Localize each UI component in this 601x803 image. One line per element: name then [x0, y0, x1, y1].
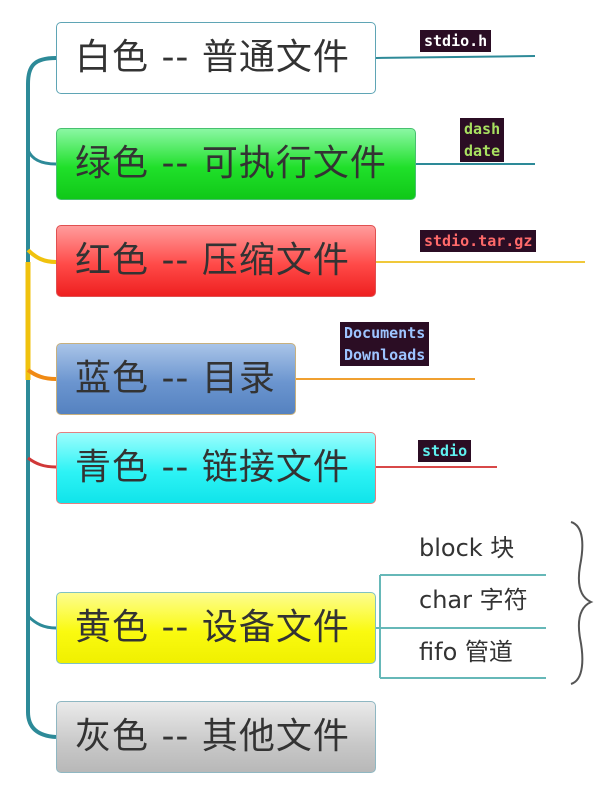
example-blue-terminal: Documents Downloads	[340, 322, 430, 366]
example-cyan-line: stdio	[422, 442, 468, 460]
branch-yellow	[26, 614, 57, 630]
example-blue-line-1: Documents	[344, 324, 426, 342]
branch-blue	[26, 368, 57, 381]
subtype-char: char 字符	[419, 586, 528, 614]
node-green-executable-file: 绿色 -- 可执行文件	[56, 128, 416, 200]
trunk-line-top	[26, 56, 57, 262]
branch-green	[26, 149, 57, 166]
example-green-terminal: dash date	[460, 118, 505, 162]
node-white-regular-file: 白色 -- 普通文件	[56, 22, 376, 94]
node-cyan-link-file: 青色 -- 链接文件	[56, 432, 376, 504]
example-white-line: stdio.h	[424, 32, 488, 50]
node-blue-directory: 蓝色 -- 目录	[56, 343, 296, 415]
node-red-compressed-file: 红色 -- 压缩文件	[56, 225, 376, 297]
example-red-line: stdio.tar.gz	[424, 232, 533, 250]
example-green-line-1: dash	[464, 120, 501, 138]
node-yellow-device-file: 黄色 -- 设备文件	[56, 592, 376, 664]
branch-cyan	[27, 456, 57, 469]
branch-red	[26, 248, 57, 264]
trunk-line-bottom	[26, 380, 57, 739]
subtype-fifo: fifo 管道	[419, 638, 513, 666]
example-white-terminal: stdio.h	[420, 30, 492, 52]
example-red-terminal: stdio.tar.gz	[420, 230, 537, 252]
example-line-white	[375, 55, 536, 59]
node-gray-other-file: 灰色 -- 其他文件	[56, 701, 376, 773]
example-blue-line-2: Downloads	[344, 346, 426, 364]
example-green-line-2: date	[464, 142, 501, 160]
subtype-block: block 块	[419, 534, 515, 562]
brace-icon	[570, 521, 594, 685]
example-cyan-terminal: stdio	[418, 440, 472, 462]
subtype-lines	[376, 574, 546, 679]
